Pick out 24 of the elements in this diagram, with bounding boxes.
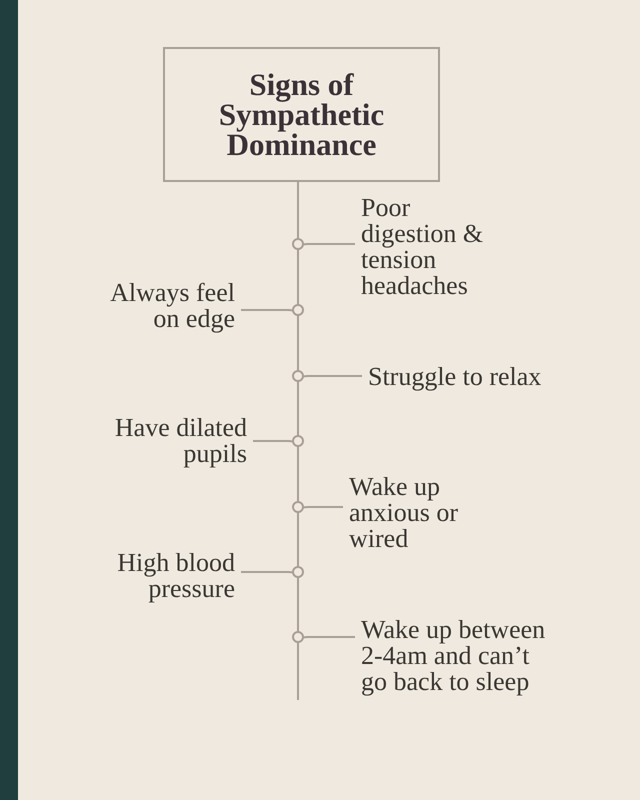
timeline-line	[297, 446, 299, 502]
timeline-dot	[292, 435, 304, 447]
timeline-dot	[292, 304, 304, 316]
sign-text: Poor digestion & tension headaches	[361, 195, 485, 299]
timeline-dot	[292, 501, 304, 513]
timeline-dot	[292, 370, 304, 382]
sign-text: Have dilated pupils	[113, 415, 247, 467]
timeline-line	[297, 381, 299, 436]
timeline-dot	[292, 631, 304, 643]
sign-text: Always feel on edge	[109, 280, 235, 332]
sign-text: Struggle to relax	[368, 364, 543, 390]
timeline-line	[297, 315, 299, 371]
sign-text: Wake up between 2-4am and can’t go back to sleep	[361, 617, 547, 695]
timeline-line	[297, 577, 299, 632]
timeline-line	[297, 512, 299, 567]
title-text: Signs of Sympathetic Dominance	[218, 70, 385, 160]
timeline-line	[297, 642, 299, 700]
sign-text: Wake up anxious or wired	[349, 474, 460, 552]
title-box	[163, 47, 440, 182]
timeline-line	[297, 249, 299, 305]
timeline-dot	[292, 566, 304, 578]
timeline-line	[297, 182, 299, 239]
timeline-dot	[292, 238, 304, 250]
sign-text: High blood pressure	[116, 550, 235, 602]
